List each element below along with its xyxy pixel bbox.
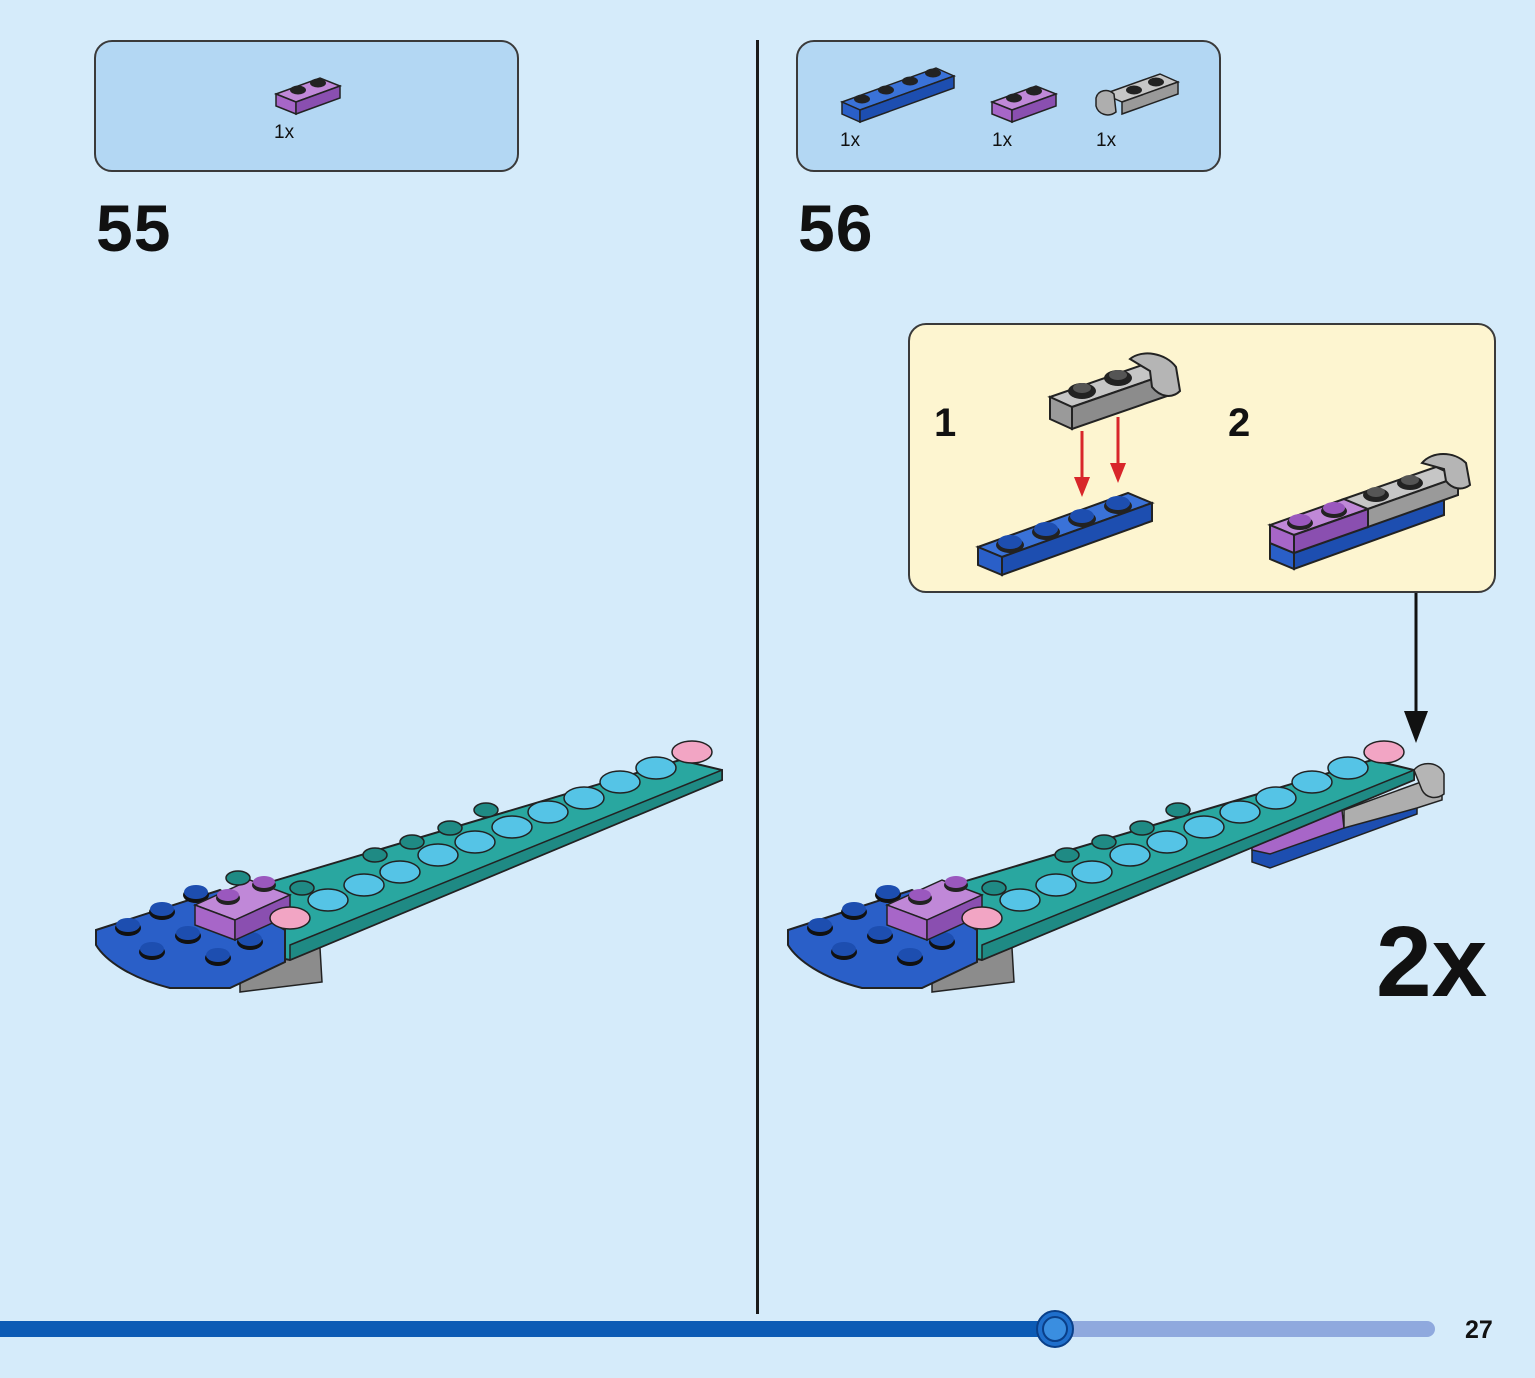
pink-round-tile <box>1363 740 1405 764</box>
parts-callout-step-56: 1x 1x 1x <box>796 40 1221 172</box>
purple-plate-1x2 <box>885 876 984 942</box>
teal-wedge-plate <box>209 758 723 962</box>
step-56-model <box>787 740 1445 993</box>
blue-plate-1x4-icon <box>839 67 957 124</box>
teal-wedge-plate <box>901 758 1415 962</box>
purple-plate-1x2-icon <box>989 85 1059 124</box>
page-progress-bar <box>0 1310 1435 1348</box>
substep-number-1: 1 <box>934 401 957 445</box>
pink-round-tile <box>671 740 713 764</box>
progress-knob-icon <box>1036 1310 1074 1348</box>
part-quantity: 1x <box>1096 130 1117 151</box>
purple-plate-1x2 <box>193 876 292 942</box>
red-arrow-icon <box>1074 417 1126 497</box>
attached-substep-assembly <box>1251 762 1445 869</box>
light-blue-round-tiles <box>307 756 677 912</box>
blue-plate-1x4 <box>975 491 1155 577</box>
substep-callout: 1 2 <box>908 323 1496 593</box>
parts-callout-step-55: 1x <box>94 40 519 172</box>
down-arrow-icon <box>1404 593 1428 743</box>
gray-plate-clip-icon <box>1095 73 1181 116</box>
purple-plate-1x2-icon <box>273 77 343 116</box>
page-divider <box>756 40 759 1314</box>
light-blue-round-tiles <box>999 756 1369 912</box>
progress-fill <box>0 1321 1055 1337</box>
step-number-55: 55 <box>96 191 172 265</box>
substep-number-2: 2 <box>1228 401 1251 445</box>
build-multiplier: 2x <box>1376 906 1488 1018</box>
pink-round-tile <box>269 906 311 930</box>
pink-round-tile <box>961 906 1003 930</box>
gray-plate-clip <box>1047 352 1182 431</box>
substep-1-assembly <box>975 352 1182 577</box>
step-55-model <box>95 740 723 993</box>
step-number-56: 56 <box>798 191 874 265</box>
substep-2-assembly <box>1267 453 1472 571</box>
page-number: 27 <box>1465 1316 1493 1344</box>
part-quantity: 1x <box>274 122 295 143</box>
part-quantity: 1x <box>840 130 861 151</box>
part-quantity: 1x <box>992 130 1013 151</box>
